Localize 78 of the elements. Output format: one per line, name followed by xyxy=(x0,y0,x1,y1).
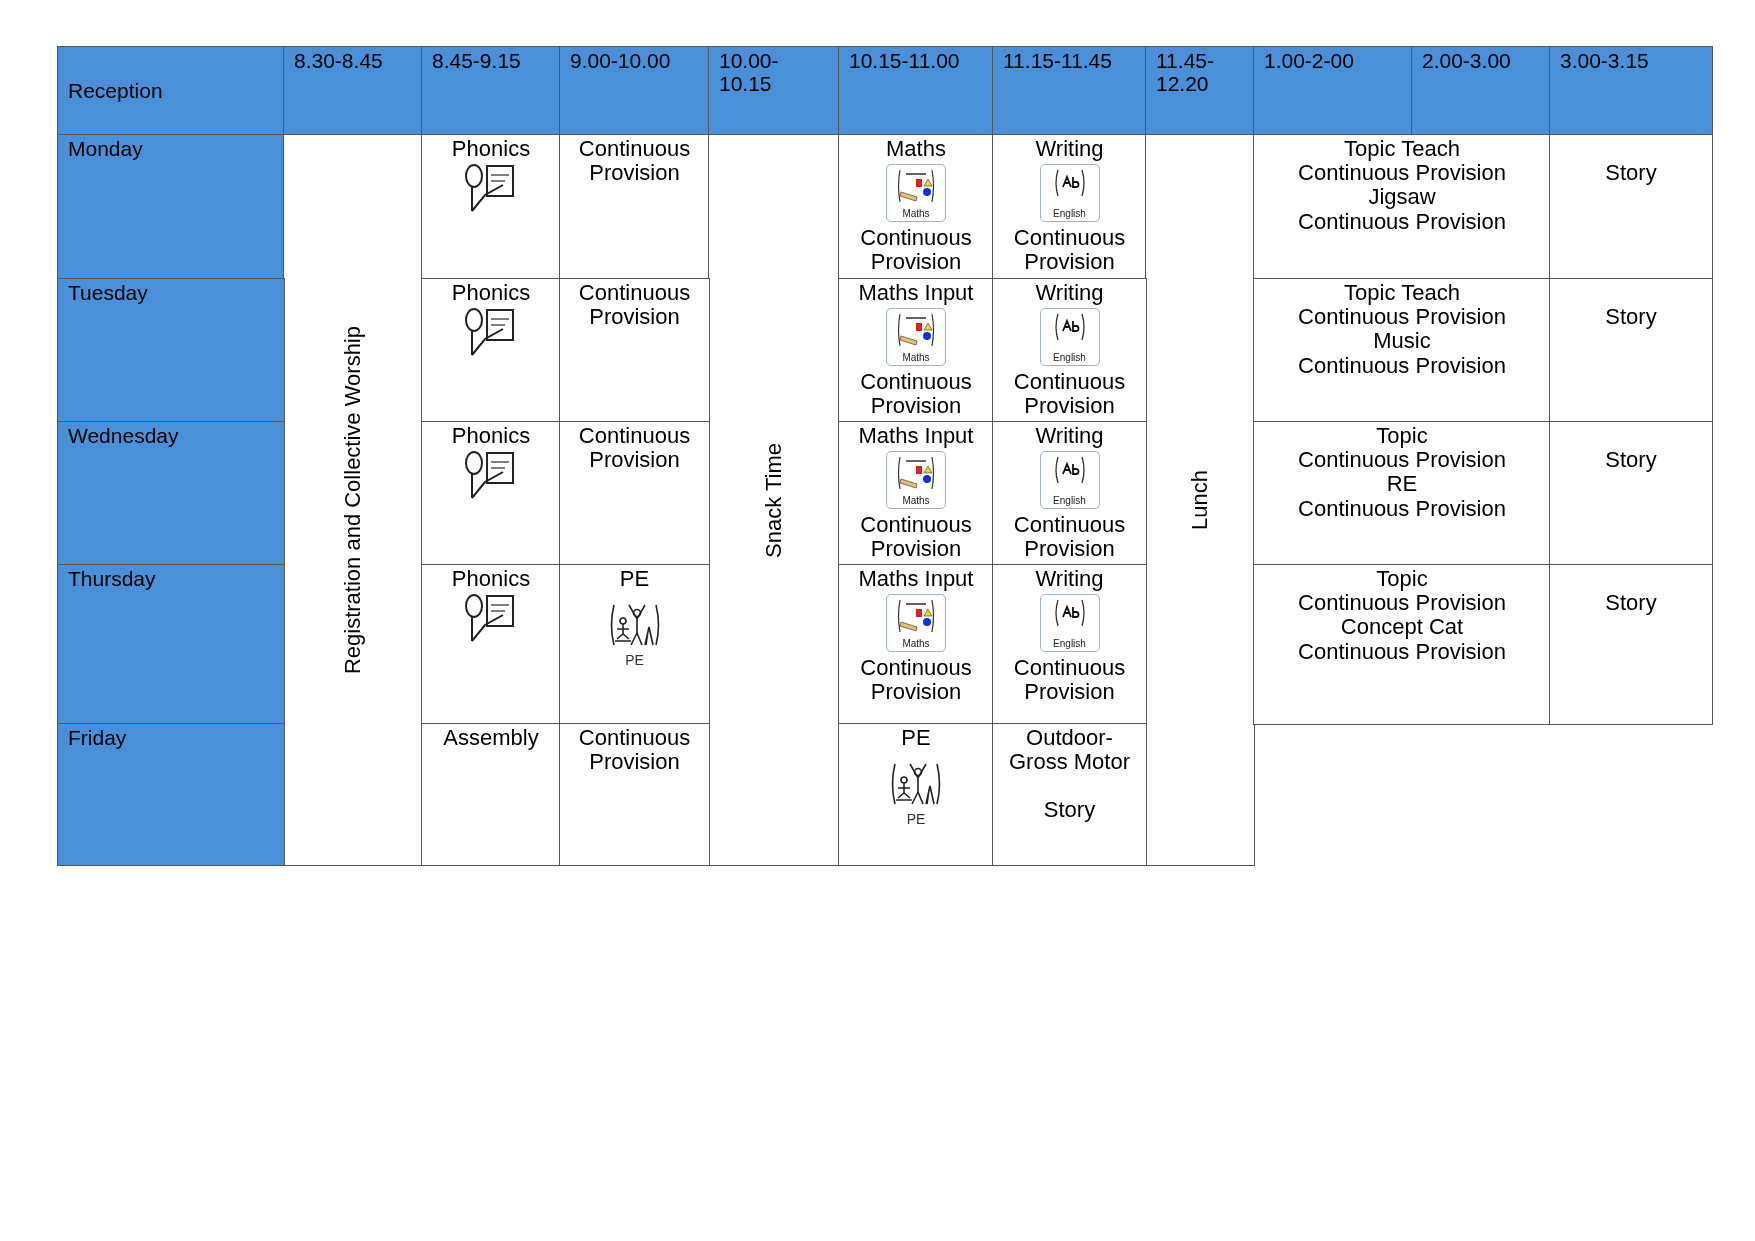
activity-label: Continuous Provision xyxy=(1012,370,1127,419)
activity-label: Continuous Provision xyxy=(1298,353,1506,378)
time-slot-header: 8.30-8.45 xyxy=(284,47,422,135)
time-slot-header: 10.15-11.00 xyxy=(839,47,993,135)
activity-label: PE xyxy=(901,726,931,751)
activity-label: Continuous Provision xyxy=(577,281,692,330)
activity-label: Continuous Provision xyxy=(859,370,973,419)
icon-caption: Maths xyxy=(902,353,930,364)
vertical-label: Lunch xyxy=(1187,470,1213,530)
activity-label: Topic xyxy=(1376,567,1428,592)
activity-label: Continuous Provision xyxy=(859,656,973,705)
icon-caption: English xyxy=(1053,353,1086,364)
activity-label: Story xyxy=(1043,798,1096,823)
time-slot-header: 2.00-3.00 xyxy=(1412,47,1550,135)
activity-label: Maths Input xyxy=(858,281,974,306)
day-label: Friday xyxy=(58,724,284,865)
activity-label: Phonics xyxy=(451,424,531,449)
activity-label: Story xyxy=(1605,161,1657,186)
day-label: Wednesday xyxy=(58,422,284,565)
activity-label: Continuous Provision xyxy=(859,226,973,275)
class-header: Reception xyxy=(58,47,284,135)
time-slot-header: 8.45-9.15 xyxy=(422,47,560,135)
vertical-label: Snack Time xyxy=(761,442,787,558)
icon-caption: PE xyxy=(625,653,644,668)
day-label: Monday xyxy=(58,135,284,279)
activity-label: Story xyxy=(1605,591,1657,616)
activity-label: Continuous Provision xyxy=(577,424,692,473)
activity-label: Maths Input xyxy=(858,567,974,592)
vertical-label: Registration and Collective Worship xyxy=(340,325,366,675)
activity-label: Continuous Provision xyxy=(859,513,973,562)
activity-label: RE xyxy=(1386,472,1418,497)
activity-label: Assembly xyxy=(443,726,539,751)
activity-label: Writing xyxy=(1035,281,1104,306)
activity-label: Continuous Provision xyxy=(577,726,692,775)
icon-caption: Maths xyxy=(902,639,930,650)
activity-label: Continuous Provision xyxy=(1298,305,1506,330)
activity-label: Continuous Provision xyxy=(1298,496,1506,521)
activity-label: Continuous Provision xyxy=(1298,448,1506,473)
icon-caption: English xyxy=(1053,209,1086,220)
activity-label: PE xyxy=(619,567,650,592)
activity-label: Phonics xyxy=(451,281,531,306)
icon-caption: Maths xyxy=(902,496,930,507)
icon-caption: PE xyxy=(906,812,926,827)
time-slot-header: 3.00-3.15 xyxy=(1550,47,1712,135)
activity-label: Phonics xyxy=(451,567,531,592)
activity-label: Continuous Provision xyxy=(1298,209,1506,234)
icon-caption: Maths xyxy=(902,209,930,220)
activity-label: Continuous Provision xyxy=(1298,591,1506,616)
time-slot-header: 9.00-10.00 xyxy=(560,47,709,135)
activity-label: Continuous Provision xyxy=(1012,656,1127,705)
activity-label: Music xyxy=(1373,329,1431,354)
activity-label: Continuous Provision xyxy=(1012,226,1127,275)
activity-label: Continuous Provision xyxy=(1012,513,1127,562)
activity-label: Topic xyxy=(1376,424,1428,449)
time-slot-header: 11.45-12.20 xyxy=(1146,47,1254,135)
time-slot-header: 11.15-11.45 xyxy=(993,47,1146,135)
activity-label: Continuous Provision xyxy=(1298,161,1506,186)
time-slot-header: 10.00-10.15 xyxy=(709,47,839,135)
activity-label: Maths Input xyxy=(858,424,974,449)
activity-label: Writing xyxy=(1035,424,1104,449)
activity-label: Outdoor- Gross Motor xyxy=(1008,726,1131,775)
activity-label: Story xyxy=(1605,305,1657,330)
activity-label: Topic Teach xyxy=(1344,137,1460,162)
activity-label: Writing xyxy=(1035,567,1104,592)
day-label: Tuesday xyxy=(58,279,284,422)
activity-label: Writing xyxy=(1035,137,1104,162)
activity-label: Phonics xyxy=(451,137,531,162)
icon-caption: English xyxy=(1053,496,1086,507)
activity-label: Maths xyxy=(886,137,946,162)
activity-label: Continuous Provision xyxy=(1298,639,1506,664)
time-slot-header: 1.00-2-00 xyxy=(1254,47,1412,135)
day-label: Thursday xyxy=(58,565,284,724)
activity-label: Jigsaw xyxy=(1368,185,1436,210)
activity-label: Story xyxy=(1605,448,1657,473)
icon-caption: English xyxy=(1053,639,1086,650)
activity-label: Topic Teach xyxy=(1344,281,1460,306)
activity-label: Concept Cat xyxy=(1340,615,1464,640)
activity-label: Continuous Provision xyxy=(577,137,692,186)
